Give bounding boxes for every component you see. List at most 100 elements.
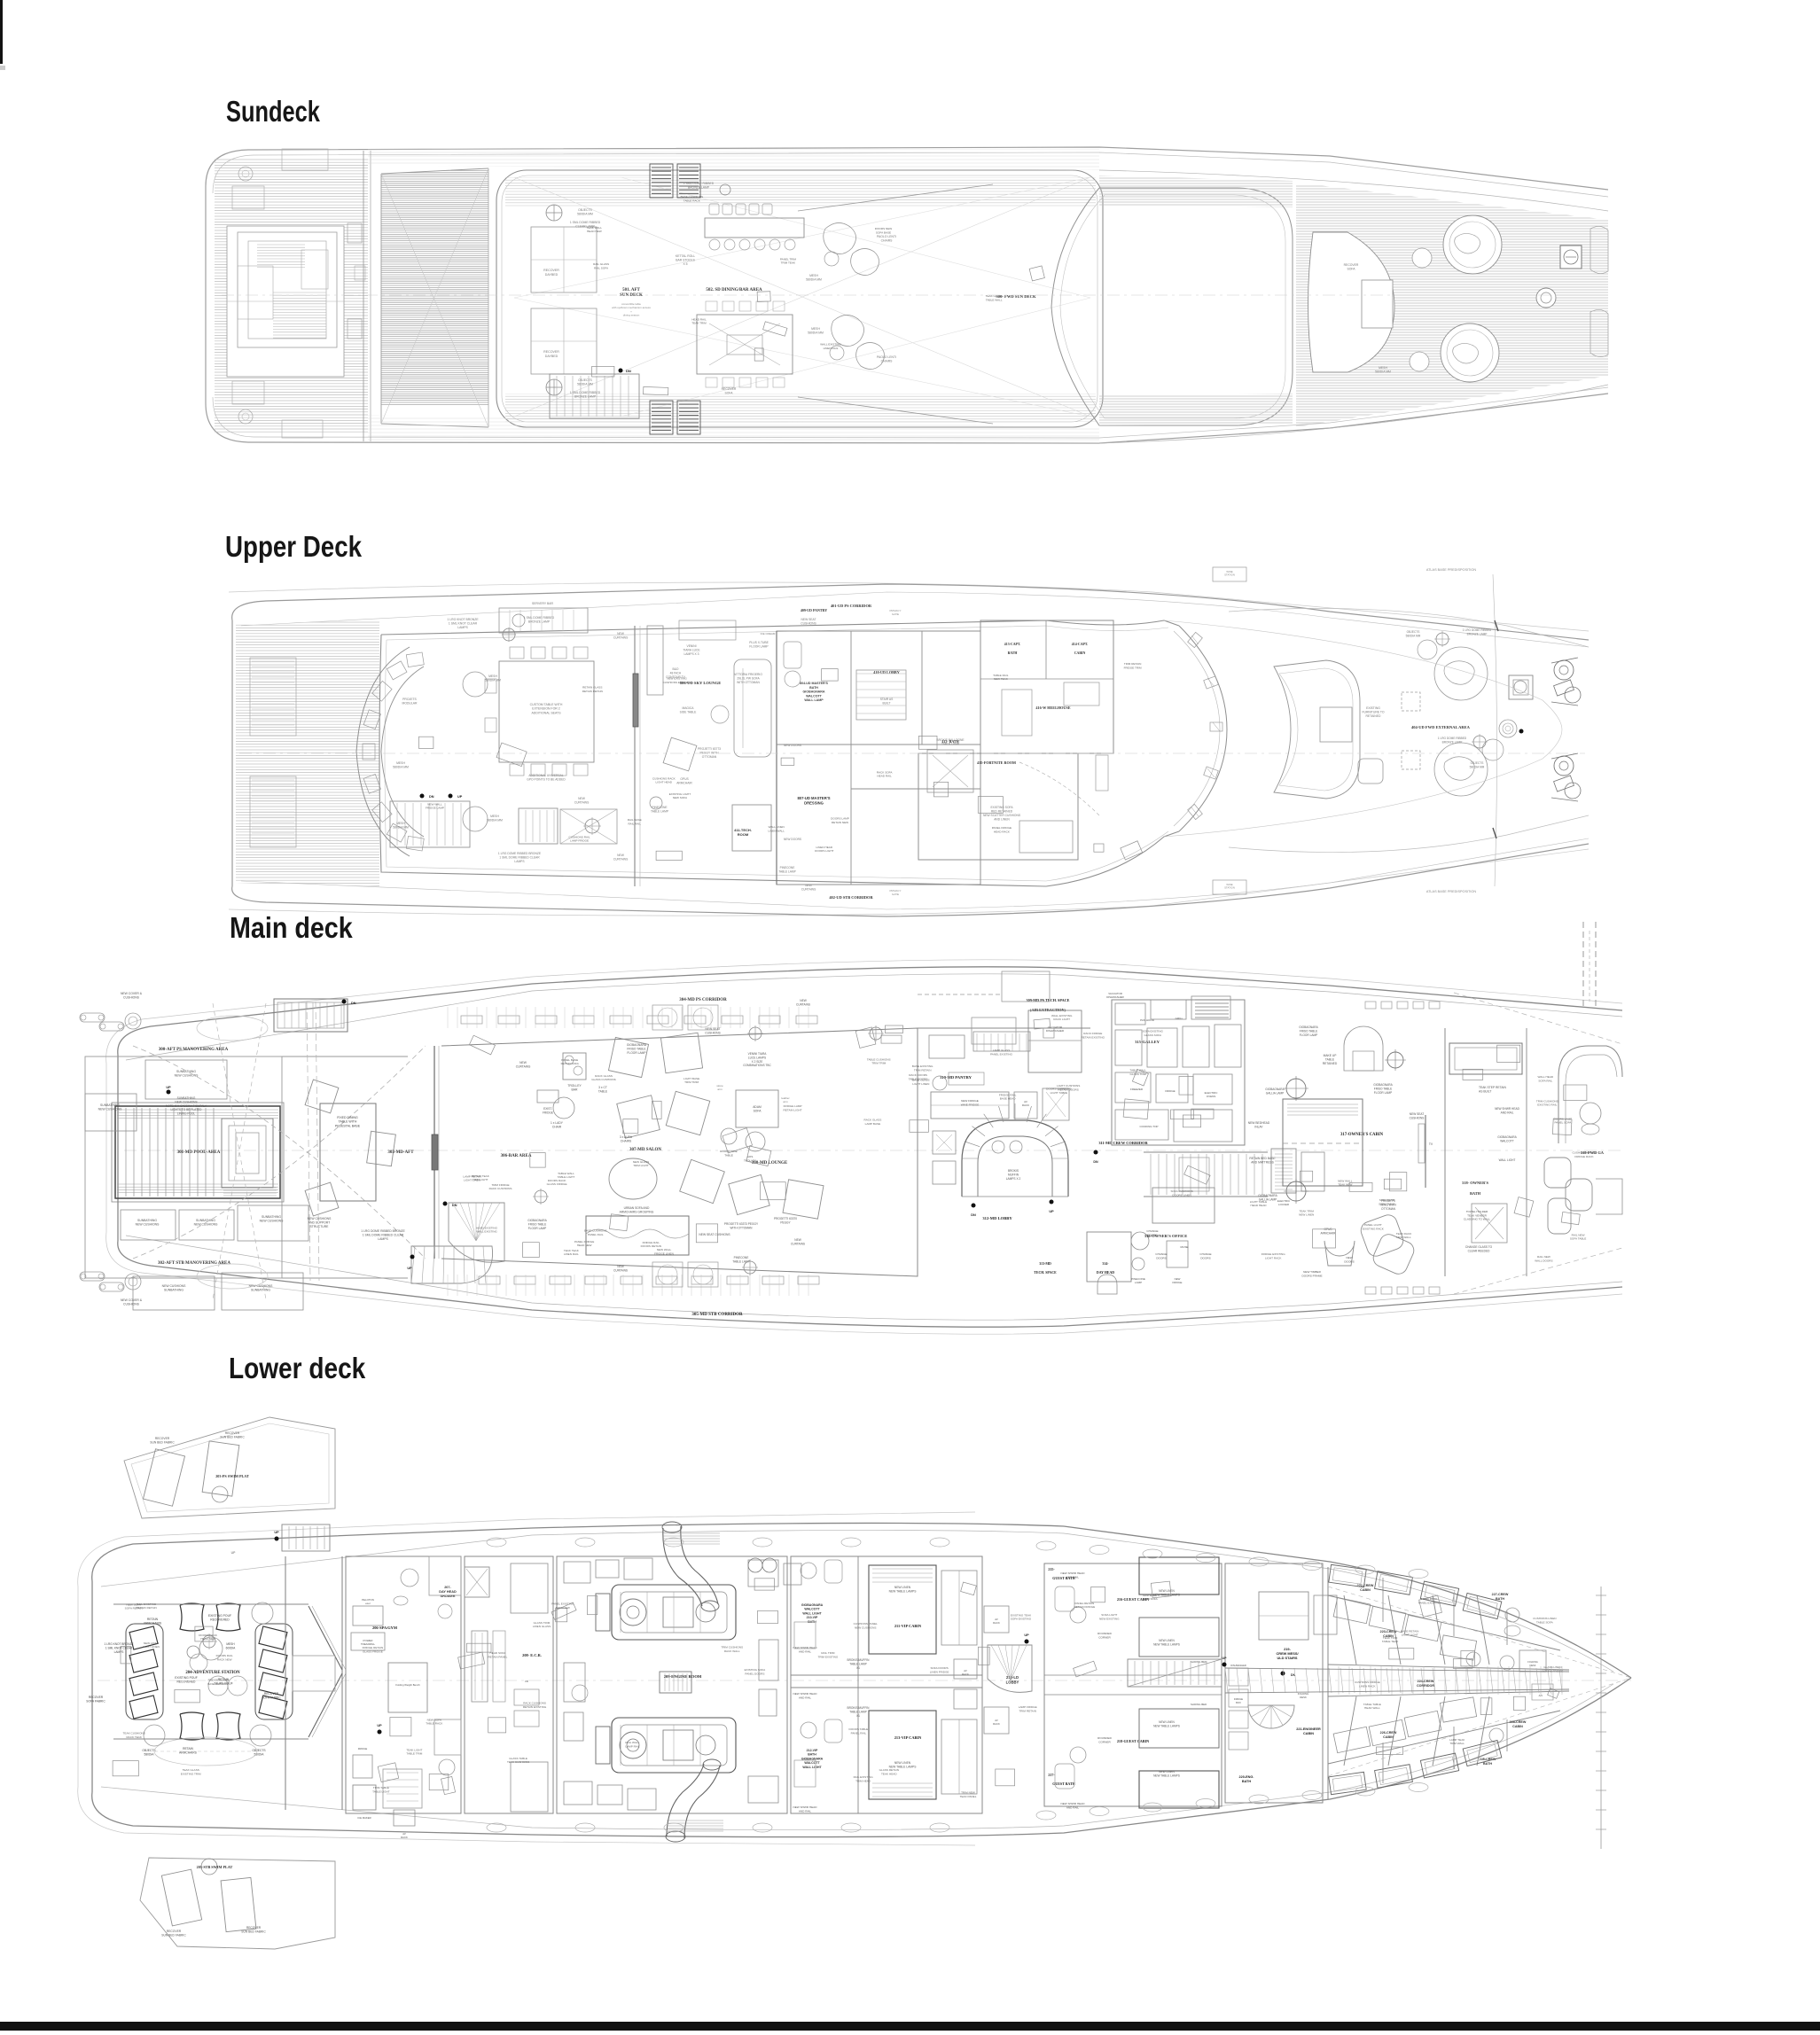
svg-text:DISHWASHER: DISHWASHER [1106, 995, 1124, 999]
svg-text:LUCE LAMPS: LUCE LAMPS [748, 1056, 766, 1059]
svg-text:FLOOR LAMP: FLOOR LAMP [528, 1227, 547, 1230]
svg-text:TABLE: TABLE [1325, 1058, 1335, 1062]
svg-text:AND RAIL: AND RAIL [799, 1696, 812, 1699]
svg-text:303-MD-AFT: 303-MD-AFT [387, 1150, 414, 1155]
svg-text:LINEN RAIL: LINEN RAIL [564, 1252, 579, 1256]
svg-text:RAIL EXISTING: RAIL EXISTING [854, 1775, 874, 1779]
svg-text:SOFA: SOFA [1347, 268, 1355, 271]
svg-text:TEAK NEW: TEAK NEW [1338, 1183, 1352, 1187]
svg-text:SOFA TABLE: SOFA TABLE [1570, 1237, 1586, 1241]
svg-text:SUNBATHING: SUNBATHING [262, 1215, 281, 1219]
svg-text:DOORS RACK: DOORS RACK [548, 1179, 567, 1182]
svg-text:FRIDGE LAMP: FRIDGE LAMP [784, 1104, 802, 1108]
svg-text:411-TECH.: 411-TECH. [734, 828, 752, 832]
svg-text:BRONZE LAMP: BRONZE LAMP [1442, 740, 1463, 744]
svg-text:PINECONE: PINECONE [734, 1256, 749, 1259]
svg-text:EXISTING LIGHT: EXISTING LIGHT [669, 792, 691, 796]
svg-text:ARMCHAIRS: ARMCHAIRS [179, 1751, 198, 1755]
svg-text:580DIA MM: 580DIA MM [393, 766, 409, 769]
svg-text:WALL HEAD: WALL HEAD [1537, 1075, 1553, 1079]
svg-text:TABLE LIGHT: TABLE LIGHT [558, 1175, 575, 1179]
svg-text:CURTAINS: CURTAINS [796, 1002, 810, 1006]
svg-text:URBAN SOFA AND: URBAN SOFA AND [624, 1206, 650, 1210]
svg-text:AV: AV [402, 1832, 406, 1836]
svg-text:ULD STAIRS: ULD STAIRS [1277, 1656, 1297, 1660]
svg-text:GIOBAGNARA: GIOBAGNARA [801, 1603, 824, 1607]
svg-text:GALLIA LAMP: GALLIA LAMP [1259, 1197, 1277, 1201]
svg-text:LAMPS: LAMPS [457, 626, 468, 629]
svg-text:TRIM EXISTING: TRIM EXISTING [817, 1655, 838, 1658]
svg-text:3 x AURA: 3 x AURA [620, 1135, 633, 1139]
svg-text:CUSHIONS EXISTING: CUSHIONS EXISTING [663, 681, 691, 684]
svg-text:DOORS: DOORS [1156, 1256, 1166, 1259]
svg-text:CURTAINS: CURTAINS [791, 1242, 805, 1245]
svg-text:UP: UP [457, 795, 463, 799]
svg-text:NEW LINEN: NEW LINEN [1159, 1639, 1175, 1642]
svg-text:317-OWNER'S CABIN: 317-OWNER'S CABIN [1340, 1133, 1384, 1137]
svg-text:580DIA MM: 580DIA MM [1406, 634, 1421, 637]
svg-text:580DIA MM: 580DIA MM [808, 331, 824, 335]
svg-text:Main deck: Main deck [230, 911, 353, 944]
svg-text:LINEN RACK: LINEN RACK [1359, 1685, 1377, 1688]
svg-text:FRISO TABLE: FRISO TABLE [627, 1048, 646, 1051]
svg-text:312-MD LOBBY: 312-MD LOBBY [982, 1216, 1012, 1220]
svg-text:1 LRG DOME RIBBED BRONZE: 1 LRG DOME RIBBED BRONZE [498, 852, 542, 855]
svg-text:LAMP GLASS: LAMP GLASS [993, 1049, 1011, 1052]
svg-text:CUSHIONS: CUSHIONS [123, 996, 140, 1000]
svg-text:NEW CUSHIONS: NEW CUSHIONS [175, 1074, 199, 1078]
svg-text:GLASS TRIM: GLASS TRIM [1129, 1072, 1146, 1076]
svg-text:PROJETTI 63773: PROJETTI 63773 [698, 747, 721, 751]
svg-text:GIOBAGNARA: GIOBAGNARA [801, 1757, 824, 1760]
svg-text:OBJECTS: OBJECTS [1407, 630, 1420, 634]
svg-text:DOORS RETAIN: DOORS RETAIN [641, 1244, 661, 1248]
svg-text:PAN HOOD: PAN HOOD [1140, 1018, 1155, 1022]
svg-text:NEW LINEN: NEW LINEN [144, 1641, 159, 1645]
svg-text:SHOWER: SHOWER [440, 1594, 455, 1598]
svg-text:SUN BED FABRIC: SUN BED FABRIC [220, 1436, 245, 1439]
svg-text:TRIM HEAD: TRIM HEAD [855, 1779, 871, 1782]
svg-text:LINEN HEAD: LINEN HEAD [816, 846, 833, 849]
svg-text:EXISTING RACK: EXISTING RACK [1363, 1227, 1385, 1230]
svg-text:204-ADVENTURE STATION: 204-ADVENTURE STATION [185, 1671, 240, 1675]
svg-text:arm: arm [717, 1088, 723, 1091]
svg-text:AS BUILT: AS BUILT [1479, 1090, 1491, 1094]
svg-text:FLOOR LAMP: FLOOR LAMP [749, 645, 769, 649]
svg-text:NOTE: 5 X CASSINA FICUPALA: NOTE: 5 X CASSINA FICUPALA [166, 1104, 207, 1108]
svg-text:COOKING TOP: COOKING TOP [1139, 1125, 1158, 1128]
svg-text:EXISTING SOFA: EXISTING SOFA [745, 1668, 766, 1672]
svg-text:TEAK VENEER: TEAK VENEER [1467, 1213, 1487, 1217]
svg-text:FLOOR LAMP: FLOOR LAMP [627, 1051, 646, 1055]
svg-text:LIGHT HEAD: LIGHT HEAD [656, 781, 673, 784]
svg-text:SOFA: SOFA [724, 392, 733, 395]
svg-text:RECOVER: RECOVER [722, 387, 737, 391]
svg-text:FRIDGE LINEN: FRIDGE LINEN [654, 1251, 674, 1255]
svg-text:UP: UP [377, 1724, 382, 1727]
svg-text:WITH OTTOMAN: WITH OTTOMAN [737, 681, 760, 684]
svg-text:FRIDGE GLASS: FRIDGE GLASS [208, 1679, 229, 1682]
svg-text:OVENS: OVENS [1207, 1095, 1216, 1098]
svg-text:NEW SHWR HEAD: NEW SHWR HEAD [1061, 1571, 1086, 1575]
svg-text:RED RETAINED: RED RETAINED [991, 810, 1013, 814]
svg-text:CUSHIONS RAIL: CUSHIONS RAIL [569, 835, 590, 838]
svg-text:302-AFT STB MANOVERING AREA: 302-AFT STB MANOVERING AREA [158, 1261, 230, 1266]
svg-text:CUSHIONS: CUSHIONS [123, 1303, 140, 1306]
svg-text:AV: AV [1024, 1100, 1027, 1103]
svg-text:RECOVER: RECOVER [1344, 263, 1359, 267]
svg-text:RACK DOORS: RACK DOORS [909, 1073, 927, 1077]
svg-text:GALLIA LAMP: GALLIA LAMP [1266, 1091, 1285, 1095]
svg-text:TRIM TEAK: TRIM TEAK [781, 261, 796, 265]
svg-text:413-CAPT.: 413-CAPT. [1004, 643, 1020, 646]
svg-text:218-GUEST CABIN: 218-GUEST CABIN [1117, 1739, 1149, 1743]
svg-text:EOS: EOS [747, 1155, 754, 1158]
svg-text:FRIDGE: FRIDGE [358, 1747, 368, 1750]
svg-text:NEW: NEW [617, 632, 625, 635]
svg-text:306-BAR AREA: 306-BAR AREA [501, 1154, 532, 1158]
svg-text:CHANGE: CHANGE [1146, 1229, 1158, 1233]
svg-text:GATE: GATE [892, 893, 899, 896]
svg-text:BASE EXISTING: BASE EXISTING [207, 1682, 229, 1686]
svg-text:HEAD NEW: HEAD NEW [577, 1244, 592, 1247]
svg-text:CHAIRS: CHAIRS [621, 1140, 632, 1143]
svg-text:NEW LINEN: NEW LINEN [1159, 1720, 1175, 1724]
svg-text:PLUS X-TUBE: PLUS X-TUBE [749, 641, 769, 644]
svg-text:GLASS TABLE: GLASS TABLE [509, 1757, 527, 1760]
